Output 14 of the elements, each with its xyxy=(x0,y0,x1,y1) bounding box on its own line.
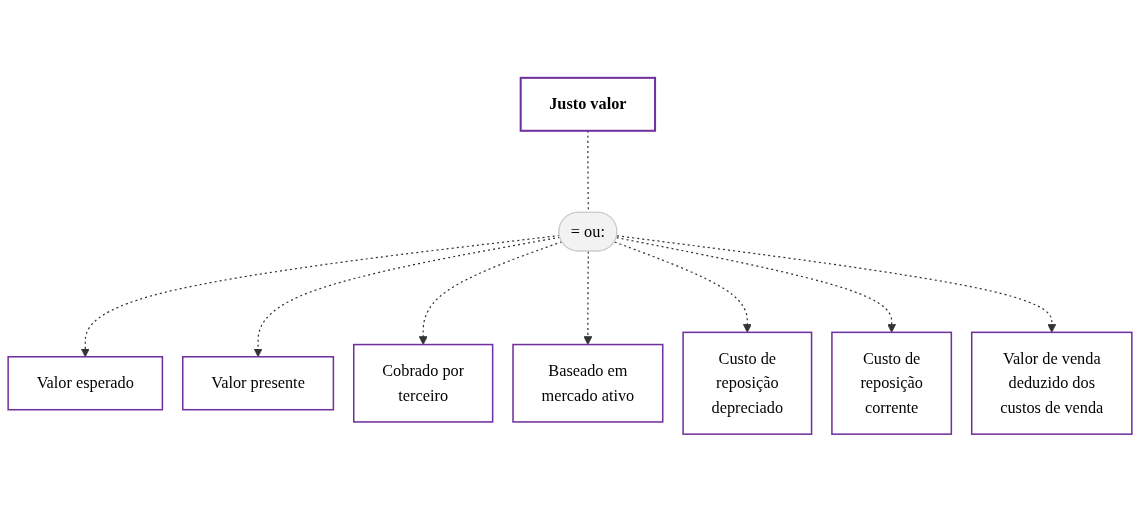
arrow xyxy=(614,241,752,333)
node-box: Custo de reposição depreciado xyxy=(682,331,813,435)
node-box: Valor presente xyxy=(182,356,335,411)
node-box: Valor esperado xyxy=(7,356,164,411)
node-box: Valor de venda deduzido dos custos de venda xyxy=(970,331,1133,435)
arrow xyxy=(615,237,897,333)
arrow xyxy=(583,250,593,345)
node-box: Baseado em mercado ativo xyxy=(512,343,664,423)
arrow xyxy=(616,235,1057,333)
node-box: Custo de reposição corrente xyxy=(831,331,953,435)
arrow xyxy=(253,236,561,358)
node-box: Cobrado por terceiro xyxy=(353,343,494,423)
node-box: Justo valor xyxy=(519,76,657,132)
arrow xyxy=(80,234,561,358)
